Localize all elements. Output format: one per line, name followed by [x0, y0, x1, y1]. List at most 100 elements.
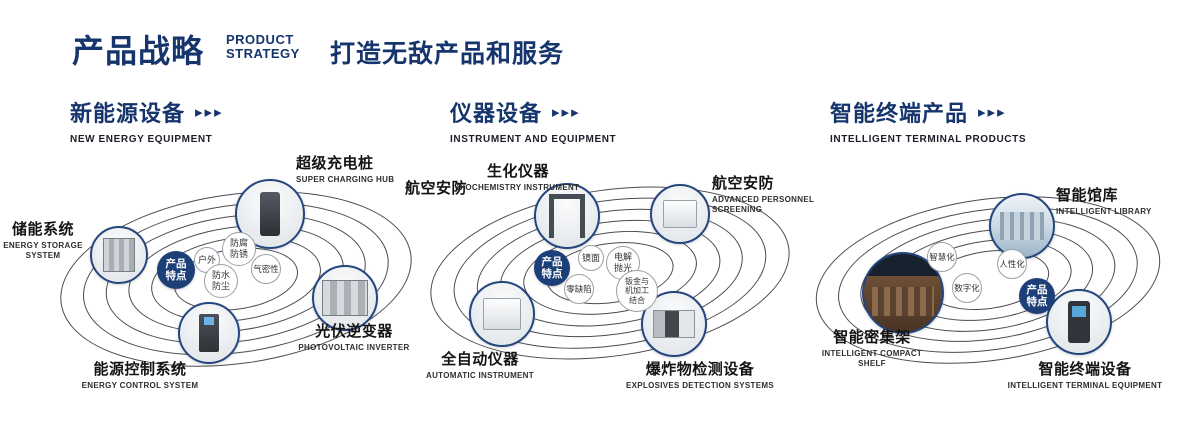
product-name-zh: 航空安防 — [712, 175, 775, 192]
feature-label: 零缺陷 — [566, 283, 592, 294]
kiosk-screen-graphic — [1072, 305, 1086, 318]
product-label-automatic: 全自动仪器 AUTOMATIC INSTRUMENT — [420, 348, 540, 381]
intelligent-library-image — [989, 193, 1055, 259]
section-title-en-intelligent: INTELLIGENT TERMINAL PRODUCTS — [830, 134, 1027, 145]
feature-bubble: 防腐防锈 — [222, 232, 256, 266]
product-label-pv-inverter: 光伏逆变器 PHOTOVOLTAIC INVERTER — [295, 320, 413, 353]
feature-badge-label: 产品特点 — [165, 257, 187, 282]
screening-machine-graphic — [662, 199, 698, 229]
feature-bubble: 镜面 — [578, 245, 604, 271]
page-title-en-line2: STRATEGY — [226, 46, 300, 62]
feature-bubble: 智慧化 — [927, 242, 957, 272]
section-title-en-instrument: INSTRUMENT AND EQUIPMENT — [450, 134, 617, 145]
feature-bubble: 气密性 — [251, 254, 281, 284]
control-tower-graphic — [199, 313, 219, 353]
section-header-intelligent: 智能终端产品 ▸▸▸ INTELLIGENT TERMINAL PRODUCTS — [830, 96, 1026, 145]
product-name-zh: 光伏逆变器 — [315, 323, 393, 340]
feature-label: 电解抛光 — [613, 252, 632, 273]
feature-label: 钣金与机加工结合 — [625, 276, 649, 305]
product-label-energy-storage: 储能系统 ENERGY STORAGE SYSTEM — [0, 218, 86, 261]
feature-label: 户外 — [197, 254, 216, 265]
product-name-en: SUPER CHARGING HUB — [296, 175, 395, 184]
feature-label: 智慧化 — [929, 251, 955, 262]
biochemistry-instrument-image — [534, 183, 600, 249]
section-header-new-energy: 新能源设备 ▸▸▸ NEW ENERGY EQUIPMENT — [70, 96, 224, 145]
product-label-explosives: 爆炸物检测设备 EXPLOSIVES DETECTION SYSTEMS — [620, 358, 780, 391]
product-name-zh: 航空安防 — [405, 180, 468, 197]
product-name-en: AUTOMATIC INSTRUMENT — [426, 371, 534, 380]
product-name-zh: 全自动仪器 — [441, 351, 519, 368]
product-name-zh: 生化仪器 — [486, 163, 549, 180]
product-name-en: ENERGY CONTROL SYSTEM — [81, 381, 199, 390]
product-label-biochemistry: 生化仪器 BIOCHEMISTRY INSTRUMENT — [455, 160, 581, 193]
product-name-en: PHOTOVOLTAIC INVERTER — [298, 343, 410, 352]
charging-pile-graphic — [260, 191, 280, 237]
intelligent-terminal-image — [1046, 289, 1112, 355]
product-name-en: INTELLIGENT LIBRARY — [1056, 207, 1152, 216]
product-label-super-charging-hub: 超级充电桩 SUPER CHARGING HUB — [296, 152, 426, 185]
section-title-en-new-energy: NEW ENERGY EQUIPMENT — [70, 134, 213, 145]
feature-label: 防水防尘 — [211, 270, 230, 291]
control-screen-graphic — [203, 317, 215, 325]
feature-badge-instrument: 产品特点 — [534, 250, 570, 286]
feature-bubble: 零缺陷 — [564, 274, 594, 304]
product-name-en: INTELLIGENT COMPACT SHELF — [821, 349, 923, 368]
product-label-personnel-screening: 航空安防 ADVANCED PERSONNEL SCREENING — [712, 172, 824, 215]
library-shelves-graphic — [999, 212, 1045, 240]
energy-storage-image — [90, 226, 148, 284]
product-name-en: BIOCHEMISTRY INSTRUMENT — [456, 183, 580, 192]
feature-label: 镜面 — [581, 252, 600, 263]
product-label-energy-control: 能源控制系统 ENERGY CONTROL SYSTEM — [65, 358, 215, 391]
kiosk-graphic — [1067, 300, 1091, 344]
feature-bubble: 数字化 — [952, 273, 982, 303]
product-name-zh: 超级充电桩 — [296, 155, 374, 172]
triple-arrow-icon: ▸▸▸ — [978, 104, 1007, 121]
product-label-terminal: 智能终端设备 INTELLIGENT TERMINAL EQUIPMENT — [1000, 358, 1170, 391]
product-name-zh: 智能密集架 — [833, 329, 911, 346]
section-header-instrument: 仪器设备 ▸▸▸ INSTRUMENT AND EQUIPMENT — [450, 96, 616, 145]
storage-cabinet-graphic — [102, 237, 136, 273]
product-name-en: ENERGY STORAGE SYSTEM — [3, 241, 83, 260]
feature-bubble: 人性化 — [997, 249, 1027, 279]
product-label-library: 智能馆库 INTELLIGENT LIBRARY — [1056, 184, 1186, 217]
personnel-screening-image — [650, 184, 710, 244]
feature-badge-label: 产品特点 — [541, 255, 563, 280]
feature-badge-intelligent: 产品特点 — [1019, 278, 1055, 314]
automatic-instrument-image — [469, 281, 535, 347]
shelf-rows-graphic — [871, 286, 935, 317]
page-title-en: PRODUCT STRATEGY — [226, 32, 300, 62]
product-name-zh: 爆炸物检测设备 — [645, 361, 755, 378]
product-name-zh: 储能系统 — [11, 221, 74, 238]
product-name-zh: 智能终端设备 — [1038, 361, 1132, 378]
pv-inverter-image — [312, 265, 378, 331]
feature-label: 数字化 — [954, 282, 980, 293]
feature-badge-new-energy: 产品特点 — [157, 251, 195, 289]
product-label-aviation-security: 航空安防 — [405, 177, 475, 198]
biochemistry-cabinet-graphic — [548, 194, 586, 238]
product-name-zh: 能源控制系统 — [93, 361, 187, 378]
page-subtitle: 打造无敌产品和服务 — [330, 40, 565, 68]
feature-label: 人性化 — [999, 258, 1025, 269]
section-title-new-energy: 新能源设备 — [70, 101, 186, 126]
triple-arrow-icon: ▸▸▸ — [195, 104, 224, 121]
feature-bubble: 钣金与机加工结合 — [616, 270, 658, 312]
page-title-en-line1: PRODUCT — [226, 32, 294, 47]
product-label-compact-shelf: 智能密集架 INTELLIGENT COMPACT SHELF — [810, 326, 934, 369]
xray-scanner-graphic — [652, 309, 696, 339]
triple-arrow-icon: ▸▸▸ — [552, 104, 581, 121]
product-name-en: INTELLIGENT TERMINAL EQUIPMENT — [1007, 381, 1163, 390]
product-name-zh: 智能馆库 — [1056, 187, 1119, 204]
page-title: 产品战略 — [72, 33, 205, 69]
compact-shelf-image — [862, 252, 944, 334]
product-name-en: EXPLOSIVES DETECTION SYSTEMS — [626, 381, 774, 390]
feature-label: 防腐防锈 — [229, 238, 248, 259]
section-title-intelligent: 智能终端产品 — [830, 101, 969, 126]
energy-control-image — [178, 302, 240, 364]
inverter-cabinet-graphic — [322, 279, 368, 317]
product-name-en: ADVANCED PERSONNEL SCREENING — [712, 195, 815, 214]
feature-bubble: 防水防尘 — [204, 264, 238, 298]
section-title-instrument: 仪器设备 — [450, 101, 543, 126]
feature-badge-label: 产品特点 — [1026, 283, 1048, 308]
feature-label: 气密性 — [253, 263, 279, 274]
